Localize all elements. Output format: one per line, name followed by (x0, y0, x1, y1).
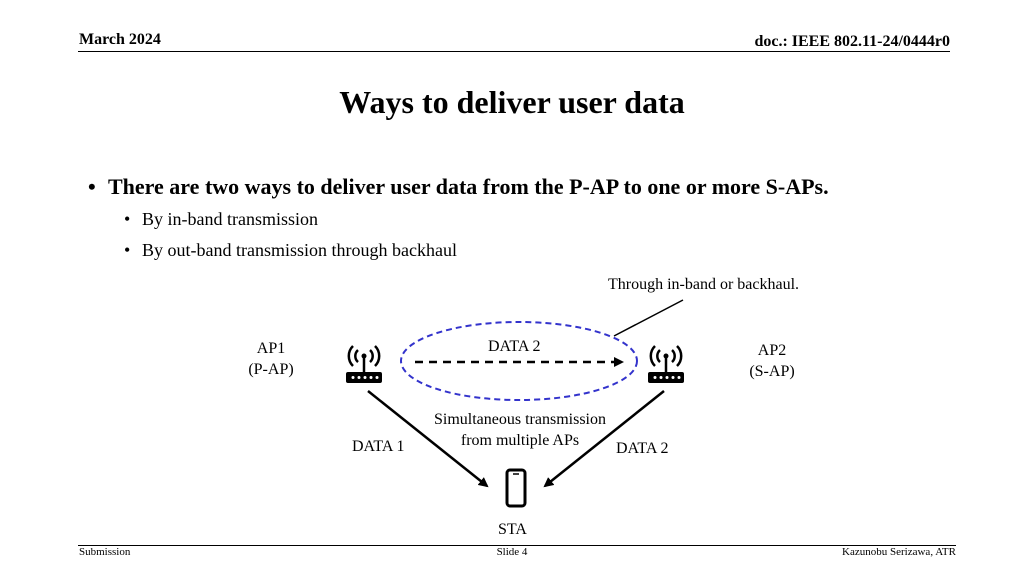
simultaneous-label: Simultaneous transmission from multiple … (410, 409, 630, 451)
callout-leader-line (613, 299, 684, 337)
link-ellipse (400, 321, 638, 401)
ap1-role: (P-AP) (248, 361, 294, 378)
simultaneous-line2: from multiple APs (460, 432, 580, 449)
bullet-main-text: There are two ways to deliver user data … (108, 174, 829, 199)
footer-divider (78, 545, 956, 546)
bullet-sub-text: By out-band transmission through backhau… (142, 240, 457, 260)
simultaneous-line1: Simultaneous transmission (434, 411, 606, 428)
ap2-role: (S-AP) (749, 363, 795, 380)
ap2-label: AP2 (S-AP) (737, 340, 807, 382)
data2-bottom-label: DATA 2 (616, 440, 669, 457)
smartphone-icon (505, 468, 527, 508)
ap1-name: AP1 (256, 340, 286, 357)
wifi-router-icon (648, 345, 684, 383)
bullet-dot: • (88, 174, 96, 199)
sta-label: STA (498, 521, 527, 538)
bullet-sub-text: By in-band transmission (142, 209, 318, 229)
bullet-dot: • (124, 240, 131, 260)
slide-title: Ways to deliver user data (339, 84, 685, 120)
data1-label: DATA 1 (352, 438, 405, 455)
callout-label: Through in-band or backhaul. (608, 276, 800, 293)
data2-top-label: DATA 2 (488, 338, 541, 355)
header-divider (78, 51, 950, 52)
header-doc-id: doc.: IEEE 802.11-24/0444r0 (754, 33, 950, 50)
bullet-main: • There are two ways to deliver user data… (88, 174, 829, 200)
footer-slide-number: Slide 4 (496, 546, 528, 558)
ap2-name: AP2 (757, 342, 787, 359)
bullet-dot: • (124, 209, 131, 229)
wifi-router-icon (346, 345, 382, 383)
footer-author: Kazunobu Serizawa, ATR (842, 546, 956, 558)
bullet-sub-inband: • By in-band transmission (124, 209, 318, 230)
bullet-sub-outband: • By out-band transmission through backha… (124, 240, 457, 261)
footer-submission: Submission (79, 546, 131, 558)
header-date: March 2024 (79, 31, 161, 48)
ap1-label: AP1 (P-AP) (236, 338, 306, 380)
